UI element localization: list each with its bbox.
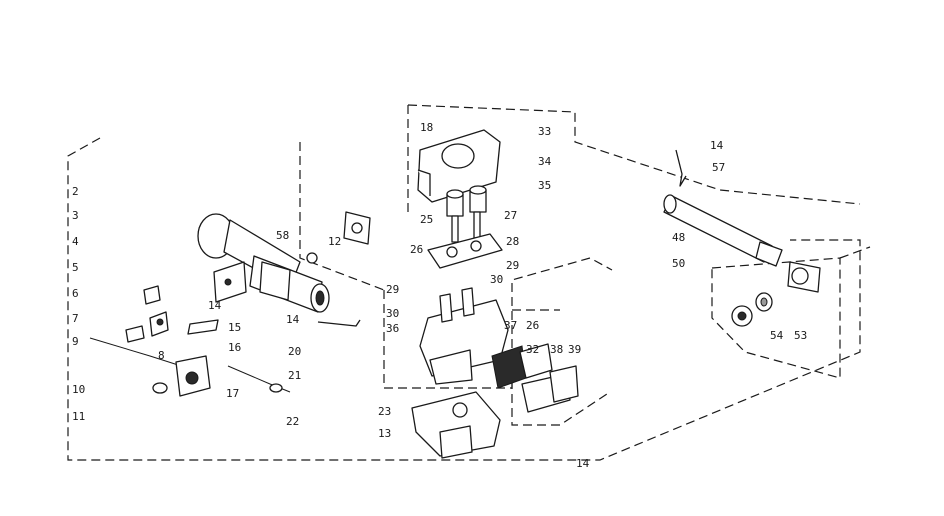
burner-tube: [197, 213, 330, 313]
callout-27: 27: [504, 209, 518, 222]
thermocouple-parts: [89, 211, 371, 397]
solenoid-coils: [446, 185, 487, 243]
callout-10: 10: [72, 383, 86, 396]
callout-33: 33: [538, 125, 552, 138]
callout-4: 4: [72, 235, 79, 248]
callout-14-d: 14: [710, 139, 724, 152]
callout-29-a: 29: [506, 259, 520, 272]
callout-58: 58: [276, 229, 290, 242]
callout-32: 32: [526, 343, 540, 356]
callout-21: 21: [288, 369, 302, 382]
callout-16: 16: [228, 341, 242, 354]
callout-12: 12: [328, 235, 342, 248]
valve-cover: [417, 129, 501, 203]
callout-37: 37: [504, 319, 518, 332]
callout-34: 34: [538, 155, 552, 168]
fittings: [731, 261, 821, 327]
callout-9: 9: [72, 335, 79, 348]
callout-18: 18: [420, 121, 434, 134]
callout-17: 17: [226, 387, 240, 400]
pilot-tube: [663, 149, 783, 267]
callout-7: 7: [72, 312, 79, 325]
callout-25: 25: [420, 213, 434, 226]
gas-valve-body: [419, 287, 509, 385]
callout-14-b: 14: [286, 313, 300, 326]
callout-14-c: 14: [576, 457, 590, 470]
callout-54: 54: [770, 329, 784, 342]
callout-15: 15: [228, 321, 242, 334]
callout-35: 35: [538, 179, 552, 192]
callout-2: 2: [72, 185, 79, 198]
callout-23: 23: [378, 405, 392, 418]
callout-26-b: 26: [526, 319, 540, 332]
callout-13: 13: [378, 427, 392, 440]
callout-14-a: 14: [208, 299, 222, 312]
assembly-boundaries: [67, 104, 871, 461]
relay-boxes: [491, 343, 579, 413]
mounting-bracket: [213, 261, 247, 303]
callout-6: 6: [72, 287, 79, 300]
callout-28: 28: [506, 235, 520, 248]
callout-53: 53: [794, 329, 808, 342]
callout-5: 5: [72, 261, 79, 274]
callout-30-b: 30: [386, 307, 400, 320]
gasket-plate: [427, 233, 503, 269]
callout-57: 57: [712, 161, 726, 174]
callout-30-a: 30: [490, 273, 504, 286]
lower-bracket: [411, 391, 501, 459]
callout-8: 8: [158, 349, 165, 362]
callout-22: 22: [286, 415, 300, 428]
callout-3: 3: [72, 209, 79, 222]
callout-20: 20: [288, 345, 302, 358]
callout-29-b: 29: [386, 283, 400, 296]
callout-39: 39: [568, 343, 582, 356]
callout-36: 36: [386, 322, 400, 335]
callout-11: 11: [72, 410, 86, 423]
callout-38: 38: [550, 343, 564, 356]
callout-26-a: 26: [410, 243, 424, 256]
callout-50: 50: [672, 257, 686, 270]
callout-48: 48: [672, 231, 686, 244]
